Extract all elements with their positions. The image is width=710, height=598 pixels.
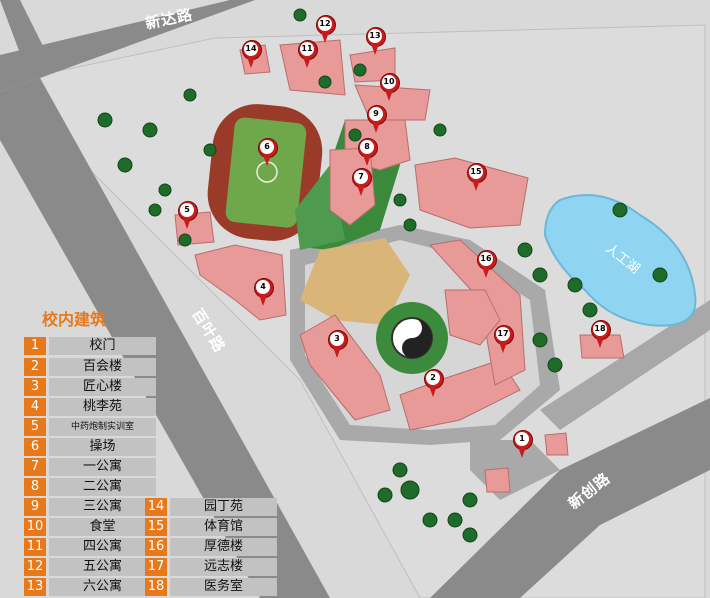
marker-2[interactable]: 2	[422, 369, 444, 399]
marker-9[interactable]: 9	[365, 105, 387, 135]
marker-15[interactable]: 15	[465, 163, 487, 193]
marker-7[interactable]: 7	[350, 168, 372, 198]
marker-17[interactable]: 17	[492, 325, 514, 355]
marker-1[interactable]: 1	[511, 430, 533, 460]
legend-title: 校内建筑	[42, 310, 107, 329]
marker-6[interactable]: 6	[256, 138, 278, 168]
marker-5[interactable]: 5	[176, 201, 198, 231]
marker-4[interactable]: 4	[252, 278, 274, 308]
marker-14[interactable]: 14	[240, 40, 262, 70]
marker-8[interactable]: 8	[356, 138, 378, 168]
marker-13[interactable]: 13	[364, 27, 386, 57]
marker-11[interactable]: 11	[296, 40, 318, 70]
marker-10[interactable]: 10	[378, 73, 400, 103]
marker-3[interactable]: 3	[326, 330, 348, 360]
marker-18[interactable]: 18	[589, 320, 611, 350]
marker-16[interactable]: 16	[475, 250, 497, 280]
marker-12[interactable]: 12	[314, 15, 336, 45]
